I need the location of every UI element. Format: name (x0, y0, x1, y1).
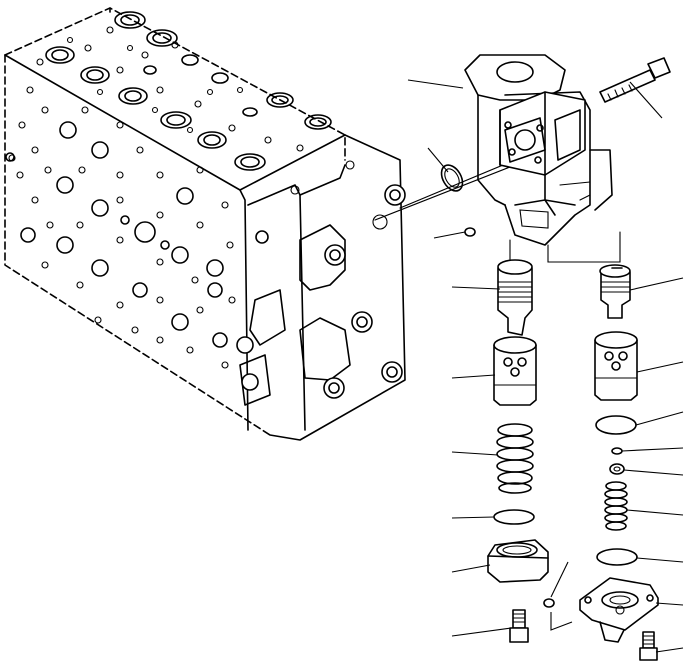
sleeve-right (594, 331, 638, 401)
spool-right (599, 264, 631, 319)
bolt-left (509, 609, 529, 643)
o-ring-right-lower (596, 548, 638, 566)
valve-block (4, 7, 406, 441)
o-ring-large-upper (440, 164, 464, 192)
spring-left (496, 423, 534, 494)
o-ring-right-upper (595, 415, 637, 435)
mounting-bolt-long (599, 57, 671, 103)
o-ring-left-lower (493, 509, 535, 525)
leader-lines (407, 79, 684, 653)
o-ring-center-small (543, 598, 555, 608)
spool-left (497, 259, 533, 336)
o-ring-right-small-1 (611, 447, 623, 455)
spring-right (604, 481, 628, 531)
bolt-right (639, 631, 658, 661)
cover-left (487, 539, 549, 583)
cover-right (579, 577, 659, 643)
o-ring-right-small-2 (609, 463, 625, 475)
sleeve-left (493, 336, 537, 406)
o-ring-small-upper (464, 227, 476, 237)
valve-case (464, 54, 613, 246)
